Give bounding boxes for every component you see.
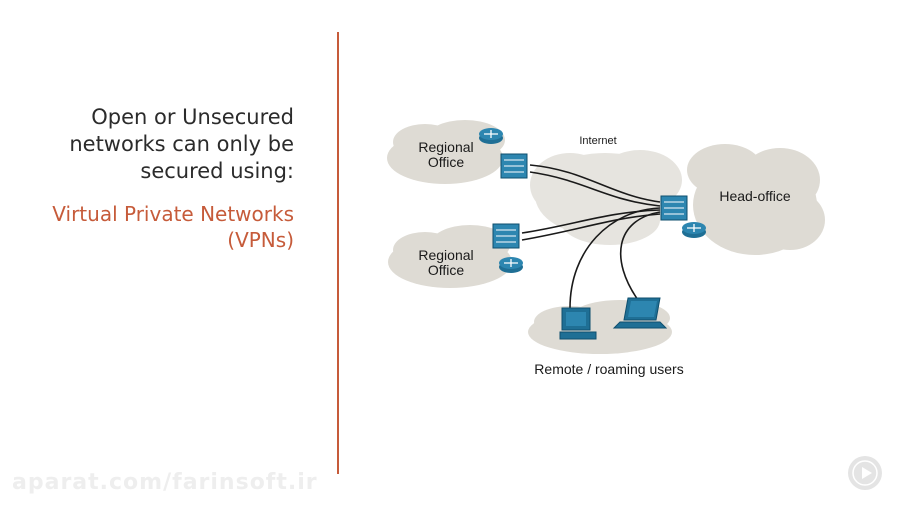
internet-label: Internet: [579, 135, 616, 147]
regional-office-top-label: Office: [428, 154, 465, 170]
vpn-network-diagram: Internet Regional Office Regional Office…: [370, 110, 850, 400]
heading-line: Open or Unsecured: [91, 105, 294, 129]
vpn-highlight: Virtual Private Networks(VPNs): [0, 201, 294, 253]
regional-office-bottom-label: Regional: [418, 247, 473, 263]
firewall-icon: [492, 223, 520, 249]
regional-office-top-cloud: [387, 120, 505, 184]
desktop-computer-icon: [559, 307, 597, 340]
watermark: aparat.com/farinsoft.ir: [12, 470, 318, 495]
firewall-icon: [660, 195, 688, 221]
internet-cloud: [530, 150, 682, 245]
slide-text-block: Open or Unsecured networks can only be sec…: [0, 104, 294, 253]
remote-users-label: Remote / roaming users: [534, 361, 683, 377]
regional-office-top-label: Regional: [418, 139, 473, 155]
slide-heading: Open or Unsecured networks can only be sec…: [0, 104, 294, 185]
play-button[interactable]: [848, 456, 882, 490]
head-office-cloud: [687, 144, 825, 255]
vertical-divider: [337, 32, 339, 474]
router-icon: [682, 222, 706, 238]
highlight-line: Virtual Private Networks: [52, 202, 294, 226]
router-icon: [499, 257, 523, 273]
regional-office-bottom-cloud: [388, 225, 512, 288]
router-icon: [479, 128, 503, 144]
heading-line: networks can only be: [69, 132, 294, 156]
regional-office-bottom-label: Office: [428, 262, 465, 278]
laptop-icon: [612, 297, 668, 329]
heading-line: secured using:: [140, 159, 294, 183]
play-icon: [852, 460, 878, 486]
highlight-line: (VPNs): [227, 228, 294, 252]
vpn-tunnels: [521, 164, 661, 309]
firewall-icon: [500, 153, 528, 179]
head-office-label: Head-office: [719, 188, 791, 204]
